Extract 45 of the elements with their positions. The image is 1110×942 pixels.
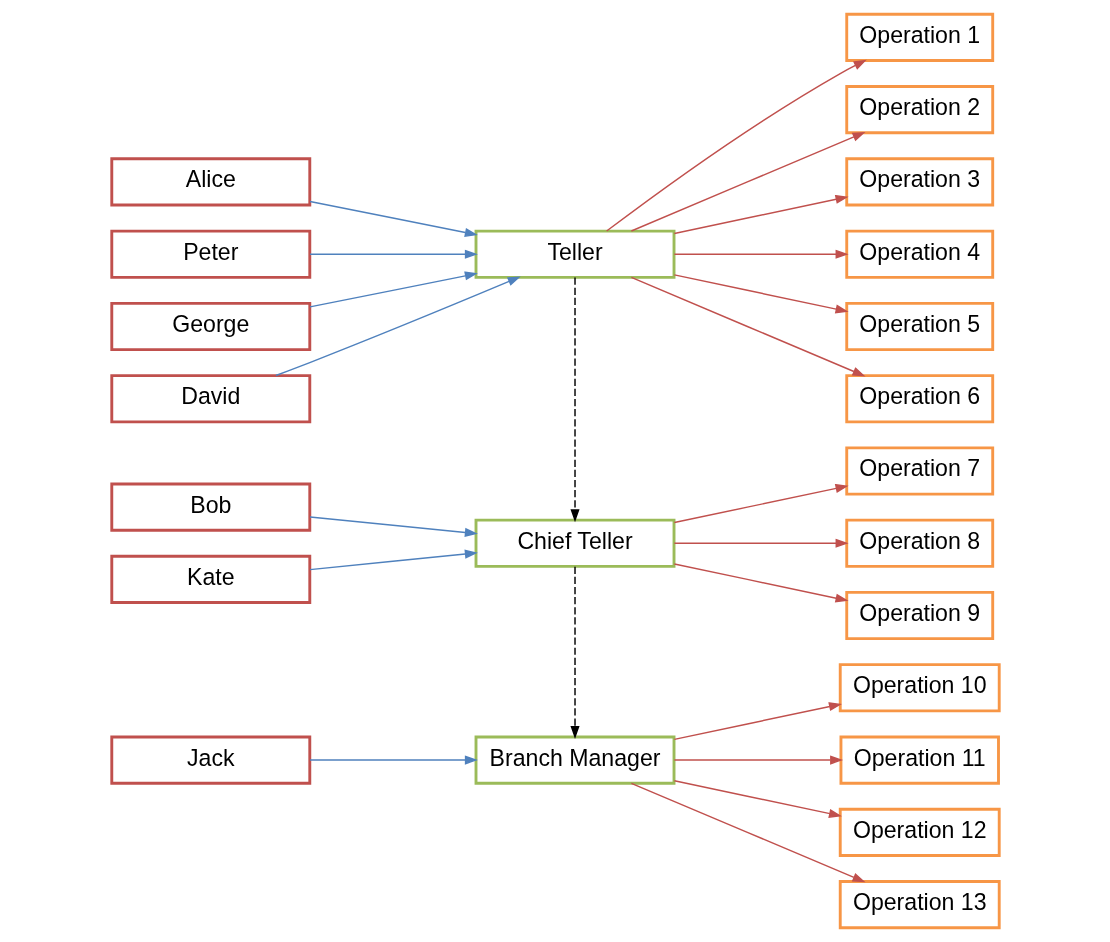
arrow <box>274 276 521 377</box>
node-box: Operation 2 <box>844 85 994 135</box>
arrow <box>569 276 580 523</box>
arrow <box>308 755 478 765</box>
node-box: Teller <box>474 229 675 279</box>
arrow <box>673 755 843 765</box>
node-box: Operation 3 <box>844 157 994 207</box>
node-box: George <box>109 301 311 352</box>
arrow <box>673 780 842 818</box>
node-box: David <box>109 374 311 424</box>
node-box: Operation 13 <box>838 880 1001 930</box>
arrow <box>605 59 867 232</box>
node-box: Operation 12 <box>838 807 1001 857</box>
node-box: Chief Teller <box>474 518 675 568</box>
node-box: Operation 9 <box>844 590 994 641</box>
arrow <box>308 516 478 537</box>
arrow <box>630 131 866 232</box>
arrow <box>673 194 849 235</box>
arrow <box>308 249 478 259</box>
node-box: Operation 8 <box>844 518 994 568</box>
arrow <box>673 538 849 548</box>
node-box: Operation 10 <box>838 663 1001 713</box>
node-box: Kate <box>109 554 311 604</box>
node-box: Branch Manager <box>474 735 675 785</box>
node-box: Operation 6 <box>844 374 994 424</box>
node-box: Operation 4 <box>844 229 994 279</box>
arrow <box>630 782 866 883</box>
node-box: Operation 7 <box>844 446 994 496</box>
arrow <box>673 702 842 741</box>
arrow <box>630 276 866 377</box>
node-box: Peter <box>109 229 311 279</box>
node-box: Operation 5 <box>844 301 994 352</box>
arrow <box>308 271 478 308</box>
node-box: Operation 11 <box>839 735 1000 785</box>
arrow <box>308 549 478 571</box>
node-box: Alice <box>109 157 311 207</box>
arrow <box>673 563 849 603</box>
arrow <box>569 565 580 739</box>
node-box: Operation 1 <box>844 12 994 62</box>
arrow <box>308 200 478 237</box>
node-box: Jack <box>109 735 311 785</box>
node-box: Bob <box>109 482 311 532</box>
arrow <box>673 249 849 259</box>
arrow <box>673 274 849 314</box>
arrow <box>673 484 849 524</box>
